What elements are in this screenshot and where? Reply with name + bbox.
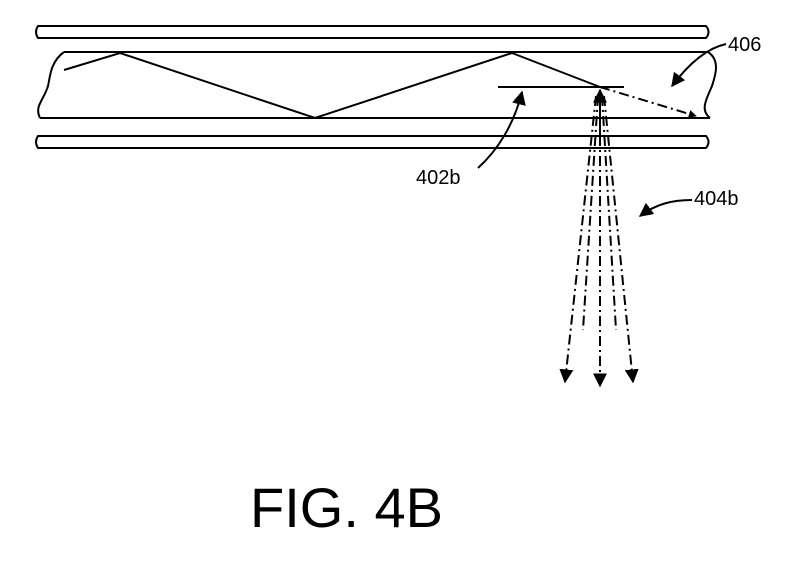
label-402b: 402b bbox=[416, 167, 461, 189]
output-rays-404b bbox=[559, 95, 639, 388]
leader-arrow-404b bbox=[638, 199, 693, 217]
label-404b: 404b bbox=[694, 188, 739, 210]
leader-arrow-402b bbox=[477, 90, 526, 169]
waveguide-core bbox=[37, 51, 717, 119]
leader-arrow-406 bbox=[671, 43, 727, 88]
figure-caption: FIG. 4B bbox=[250, 476, 443, 539]
bottom-cladding-plate bbox=[35, 135, 710, 149]
tir-light-path bbox=[63, 51, 601, 120]
continuing-ray bbox=[599, 86, 697, 118]
label-406: 406 bbox=[728, 34, 761, 56]
output-ray-right-inner bbox=[601, 95, 617, 331]
output-ray-right bbox=[603, 95, 639, 384]
top-cladding-plate bbox=[35, 25, 710, 39]
output-ray-left bbox=[559, 95, 597, 384]
output-ray-left-inner bbox=[582, 95, 599, 331]
